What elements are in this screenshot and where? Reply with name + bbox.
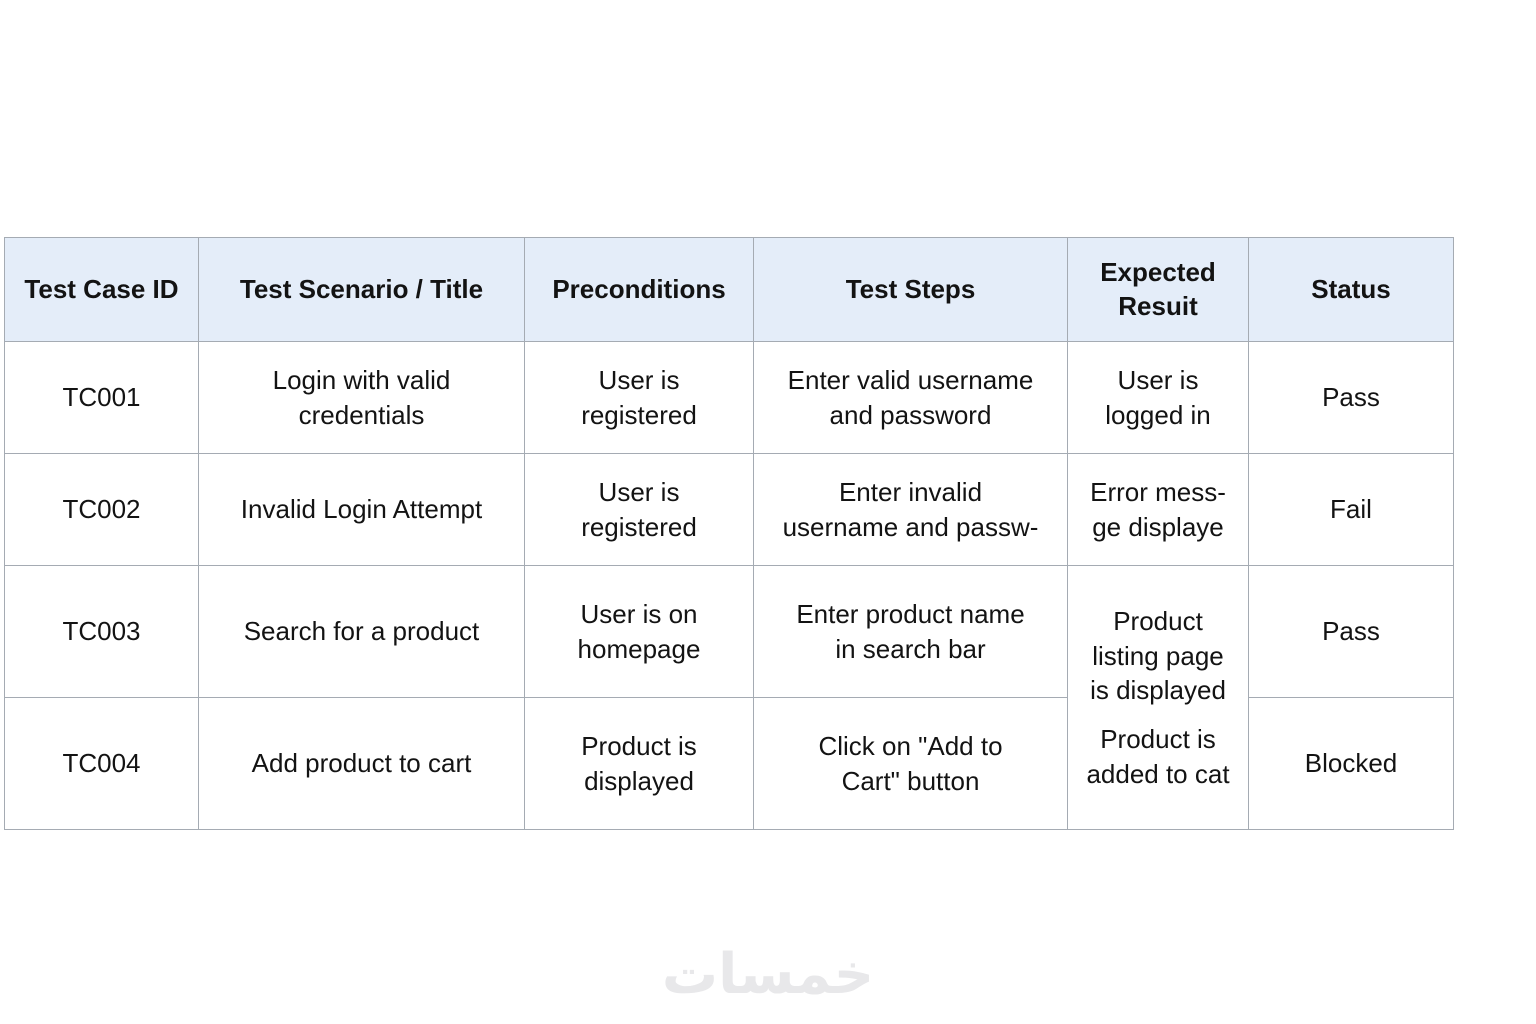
cell-scenario: Login with valid credentials [198,341,525,454]
cell-status: Blocked [1248,697,1454,831]
header-test-case-id: Test Case ID [4,237,199,342]
header-preconditions: Preconditions [524,237,754,342]
table-row-tc001: TC001 Login with valid credentials User … [4,341,1454,454]
cell-id: TC002 [4,453,199,566]
cell-expected: Error mess- ge displaye [1067,453,1249,566]
cell-preconditions: User is registered [524,453,754,566]
cell-scenario: Search for a product [198,564,525,699]
expected-merged-stack: Product listing page is displayed Produc… [1076,570,1240,825]
cell-preconditions: User is registered [524,341,754,454]
cell-status: Pass [1248,564,1454,699]
cell-status: Fail [1248,453,1454,566]
cell-steps: Enter invalid username and passw- [753,453,1068,566]
khamsat-watermark-text: خمسات [661,942,875,1007]
cell-expected-merged: Product listing page is displayed Produc… [1067,564,1249,831]
test-case-table: Test Case ID Test Scenario / Title Preco… [4,237,1454,831]
cell-steps: Enter valid username and password [753,341,1068,454]
header-status: Status [1248,237,1454,342]
cell-steps: Click on "Add to Cart" button [753,697,1068,831]
table-row-tc002: TC002 Invalid Login Attempt User is regi… [4,453,1454,566]
cell-expected: User is logged in [1067,341,1249,454]
cell-preconditions: Product is displayed [524,697,754,831]
header-expected-result: Expected Resuit [1067,237,1249,342]
cell-id: TC004 [4,697,199,831]
table-row-tc003: TC003 Search for a product User is on ho… [4,564,1454,831]
cell-steps: Enter product name in search bar [753,564,1068,699]
table-header-row: Test Case ID Test Scenario / Title Preco… [4,237,1454,342]
cell-id: TC001 [4,341,199,454]
table-row-tc004: TC004 Add product to cart Product is dis… [4,697,1454,831]
cell-id: TC003 [4,564,199,699]
cell-expected-tc004: Product is added to cat [1086,724,1230,789]
cell-scenario: Add product to cart [198,697,525,831]
cell-scenario: Invalid Login Attempt [198,453,525,566]
cell-status: Pass [1248,341,1454,454]
header-test-scenario-title: Test Scenario / Title [198,237,525,342]
header-test-steps: Test Steps [753,237,1068,342]
cell-expected-tc003: Product listing page is displayed [1090,606,1226,705]
cell-preconditions: User is on homepage [524,564,754,699]
